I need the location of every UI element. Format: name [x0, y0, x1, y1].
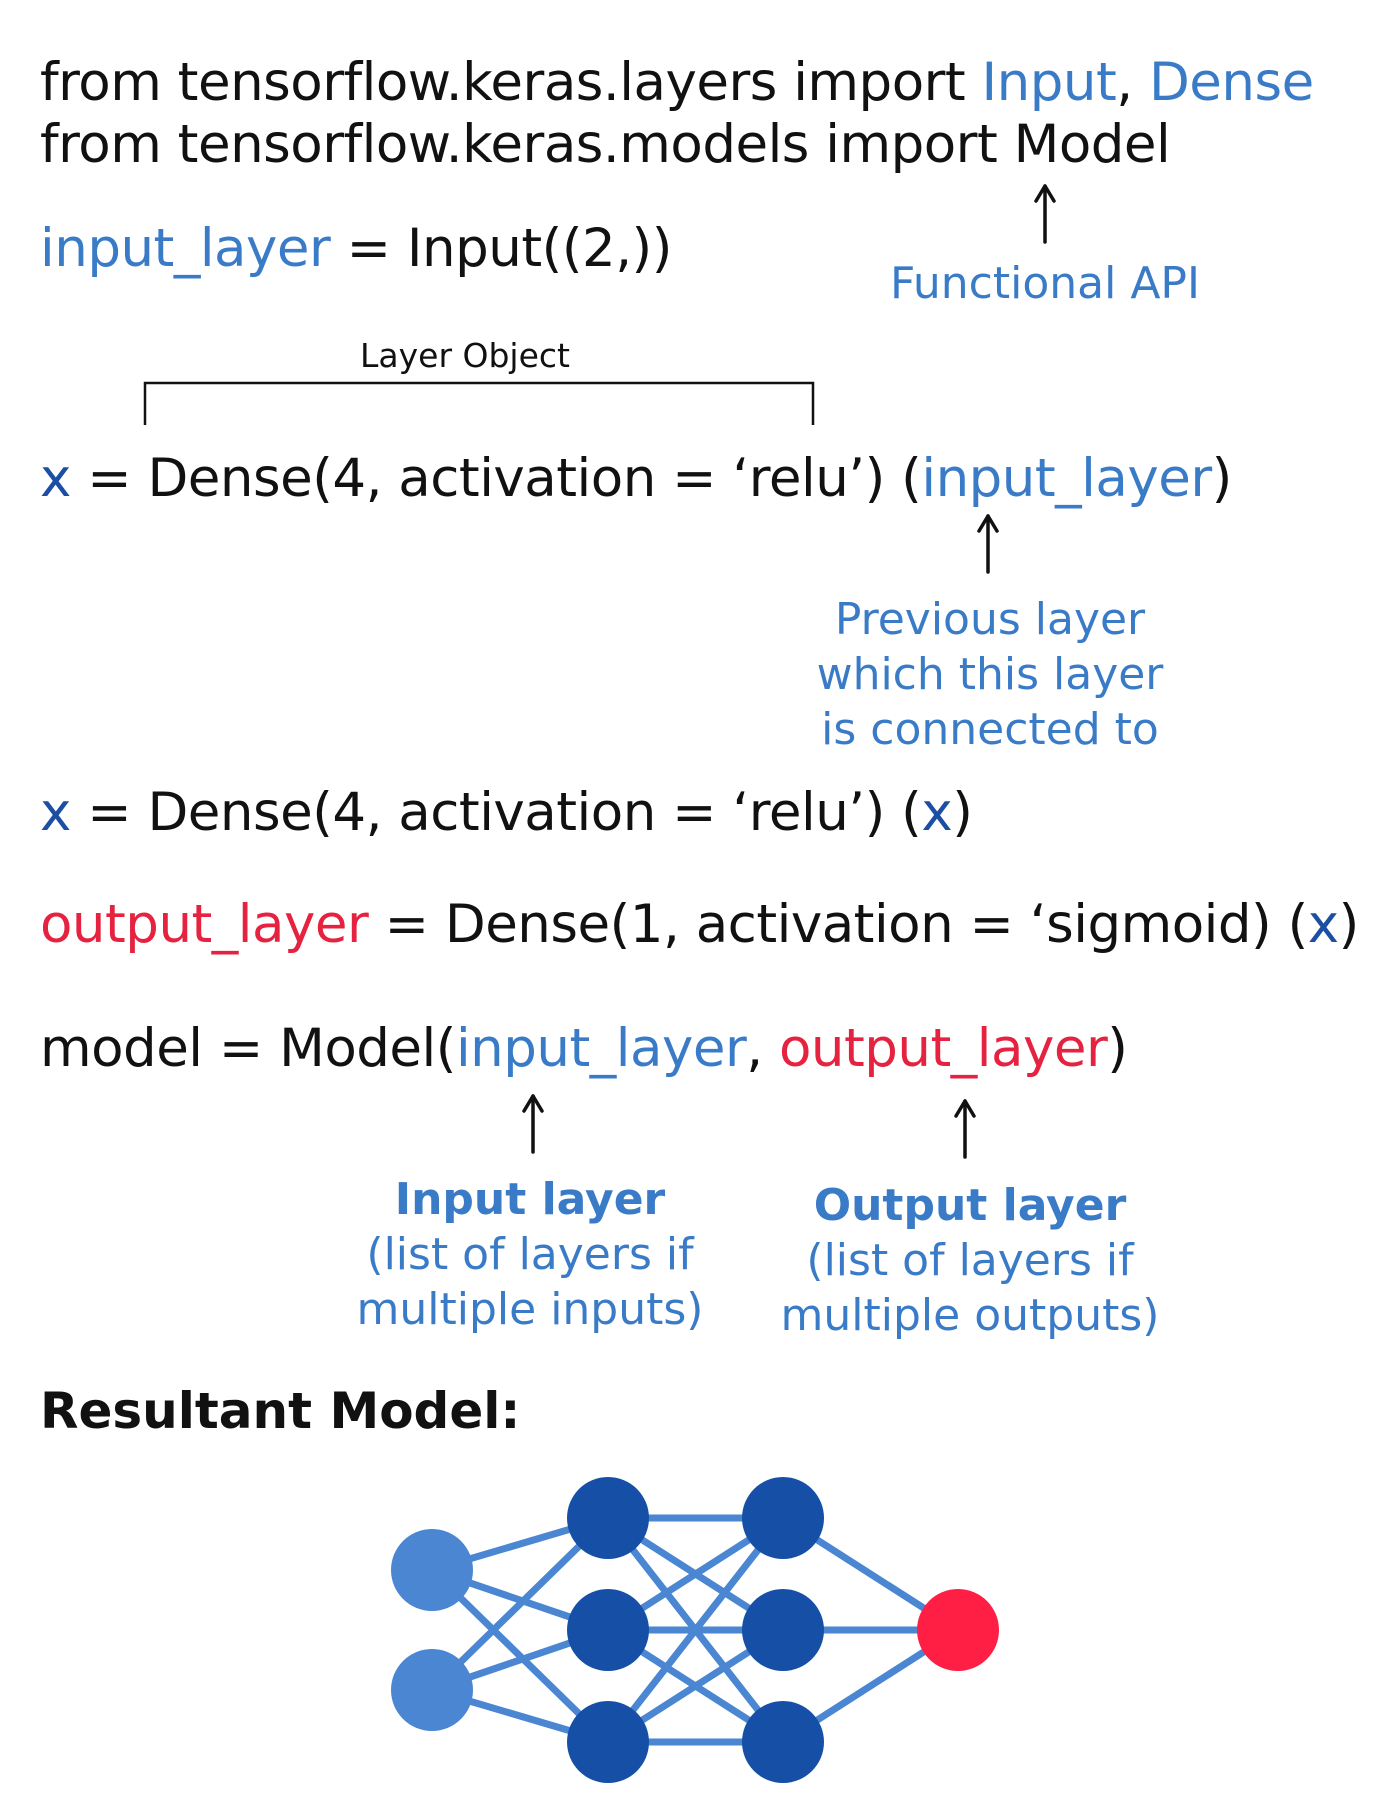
previous-layer-note: Previous layer which this layer is conne… — [780, 592, 1200, 757]
model-close: ) — [1107, 1018, 1128, 1079]
dense-line-1: x = Dense(4, activation = ‘relu’) (input… — [40, 452, 1232, 505]
output-layer-arg: x — [1307, 894, 1339, 955]
model-sep: , — [746, 1018, 779, 1079]
hidden-node — [567, 1589, 649, 1671]
hidden-node — [567, 1701, 649, 1783]
previous-layer-note-line: Previous layer — [834, 594, 1146, 645]
input-layer-call: = Input((2,)) — [330, 218, 673, 279]
import-dense: Dense — [1149, 52, 1314, 113]
hidden-node — [742, 1589, 824, 1671]
output-layer-close: ) — [1338, 894, 1360, 955]
input-node — [391, 1529, 473, 1611]
previous-layer-note-line: is connected to — [821, 704, 1159, 755]
resultant-model-heading: Resultant Model: — [40, 1382, 521, 1440]
input-layer-note-line: (list of layers if — [366, 1229, 694, 1280]
output-layer-note-line: multiple outputs) — [780, 1290, 1160, 1341]
previous-layer-note-line: which this layer — [816, 649, 1164, 700]
hidden-node — [742, 1477, 824, 1559]
layer-object-bracket — [143, 381, 815, 425]
import-line-layers: from tensorflow.keras.layers import Inpu… — [40, 56, 1314, 109]
dense1-var: x — [40, 448, 71, 509]
output-layer-note-line: (list of layers if — [806, 1235, 1134, 1286]
input-layer-note-title: Input layer — [394, 1174, 666, 1225]
network-connection — [429, 1515, 611, 1693]
model-arg-input: input_layer — [455, 1018, 747, 1079]
output-layer-note-title: Output layer — [813, 1180, 1127, 1231]
dense-line-2: x = Dense(4, activation = ‘relu’) (x) — [40, 786, 973, 839]
input-layer-line: input_layer = Input((2,)) — [40, 222, 672, 275]
arrow-up-icon — [977, 514, 999, 574]
import-models-text: from tensorflow.keras.models import Mode… — [40, 114, 1171, 175]
dense2-call: = Dense(4, activation = ‘relu’) ( — [70, 782, 922, 843]
model-prefix: model = Model( — [40, 1018, 456, 1079]
output-node — [917, 1589, 999, 1671]
dense2-arg: x — [921, 782, 953, 843]
network-connection — [429, 1567, 611, 1745]
dense1-call: = Dense(4, activation = ‘relu’) ( — [70, 448, 922, 509]
output-layer-note: Output layer (list of layers if multiple… — [750, 1178, 1190, 1343]
output-layer-call: = Dense(1, activation = ‘sigmoid) ( — [368, 894, 1309, 955]
model-arg-output: output_layer — [778, 1018, 1108, 1079]
network-connection — [605, 1515, 786, 1745]
output-layer-var: output_layer — [40, 894, 369, 955]
dense2-var: x — [40, 782, 71, 843]
hidden-node — [742, 1701, 824, 1783]
input-layer-note-line: multiple inputs) — [356, 1284, 704, 1335]
functional-api-note: Functional API — [890, 258, 1200, 309]
arrow-up-icon — [954, 1099, 976, 1159]
layer-object-label: Layer Object — [360, 336, 570, 375]
dense2-close: ) — [952, 782, 973, 843]
dense1-close: ) — [1211, 448, 1233, 509]
dense1-arg: input_layer — [921, 448, 1212, 509]
input-layer-note: Input layer (list of layers if multiple … — [330, 1172, 730, 1337]
import-line-models: from tensorflow.keras.models import Mode… — [40, 118, 1171, 171]
input-node — [391, 1649, 473, 1731]
input-layer-var: input_layer — [40, 218, 331, 279]
arrow-up-icon — [522, 1094, 544, 1154]
hidden-node — [567, 1477, 649, 1559]
import-input: Input — [981, 52, 1117, 113]
arrow-up-icon — [1034, 184, 1056, 244]
import-sep: , — [1116, 52, 1149, 113]
output-layer-line: output_layer = Dense(1, activation = ‘si… — [40, 898, 1359, 951]
model-line: model = Model(input_layer, output_layer) — [40, 1022, 1128, 1075]
import-prefix: from tensorflow.keras.layers import — [40, 52, 982, 113]
